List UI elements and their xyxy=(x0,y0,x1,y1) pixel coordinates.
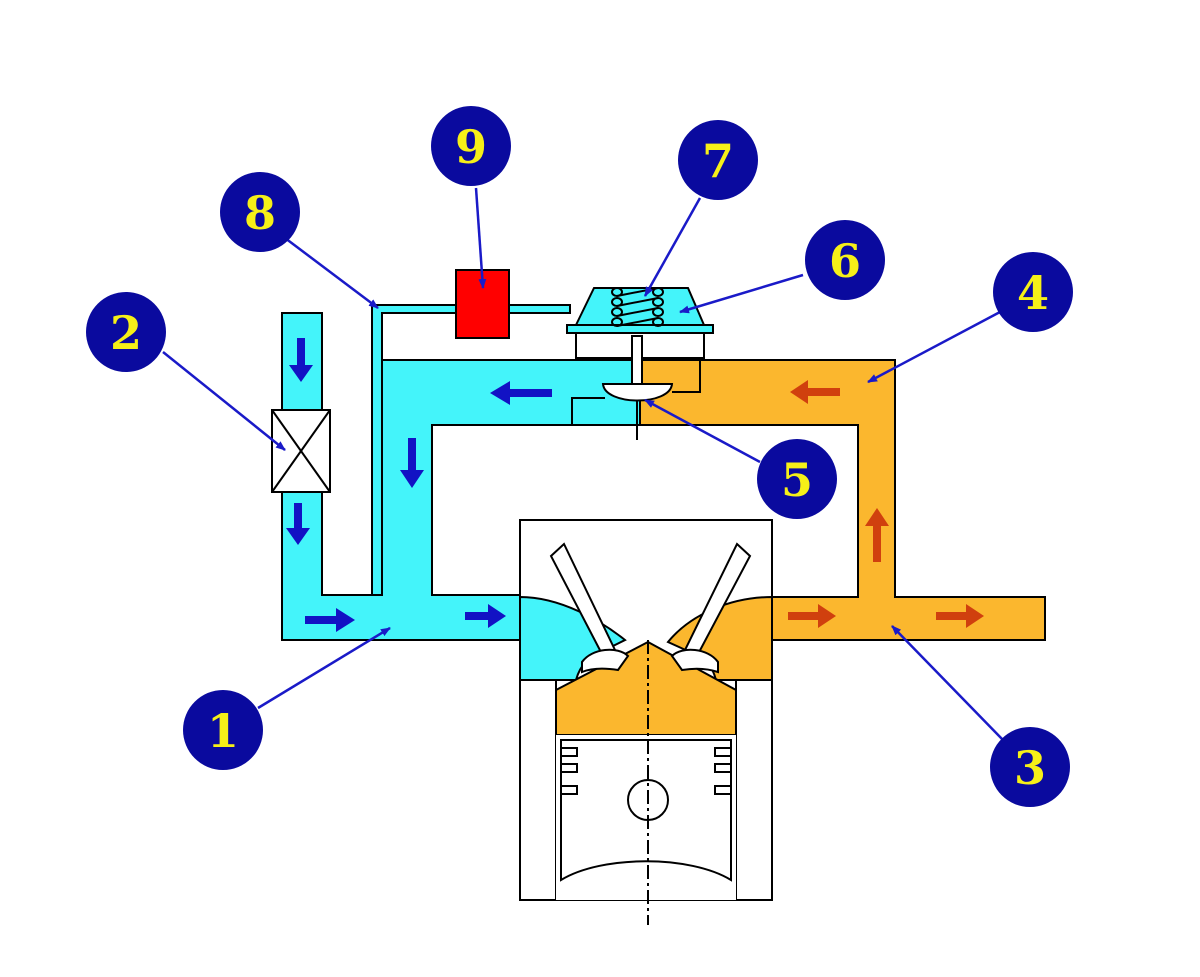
callout-9: 9 xyxy=(431,106,511,186)
svg-text:8: 8 xyxy=(244,186,276,240)
egr-valve-stem xyxy=(631,335,643,385)
leader-line-6 xyxy=(679,273,804,314)
piston xyxy=(556,735,736,900)
flow-arrow-icon xyxy=(865,508,889,562)
flow-arrow-icon xyxy=(490,381,552,405)
throttle-cross-icon xyxy=(271,409,331,493)
flow-arrow-icon xyxy=(286,503,310,545)
valve-spring-icon xyxy=(611,287,664,327)
flow-arrow-icon xyxy=(788,604,836,628)
leader-line-8 xyxy=(284,237,379,309)
svg-text:9: 9 xyxy=(455,120,487,174)
exhaust-port xyxy=(666,595,773,681)
intake-valve xyxy=(549,542,630,674)
callout-6: 6 xyxy=(805,220,885,300)
flow-arrow-icon xyxy=(465,604,506,628)
intake-flow-arrows xyxy=(286,338,552,632)
svg-text:5: 5 xyxy=(781,453,813,507)
flow-arrow-icon xyxy=(790,380,840,404)
svg-text:3: 3 xyxy=(1014,741,1046,795)
leader-line-1 xyxy=(257,626,391,710)
svg-text:7: 7 xyxy=(702,134,734,188)
flow-arrow-icon xyxy=(305,608,355,632)
exhaust-valve xyxy=(670,542,752,674)
leader-line-3 xyxy=(891,625,1004,741)
engine-cylinder xyxy=(519,519,773,925)
callout-8: 8 xyxy=(220,172,300,252)
leader-line-2 xyxy=(162,351,286,451)
leader-line-5 xyxy=(644,398,761,464)
intake-port xyxy=(519,595,627,681)
flow-arrow-icon xyxy=(400,438,424,488)
svg-text:6: 6 xyxy=(829,234,861,288)
callout-1: 1 xyxy=(183,690,263,770)
svg-text:4: 4 xyxy=(1017,266,1049,320)
exhaust-flow-arrows xyxy=(788,380,984,628)
flow-arrow-icon xyxy=(936,604,984,628)
leader-line-7 xyxy=(643,197,702,297)
svg-text:2: 2 xyxy=(110,306,142,360)
callout-3: 3 xyxy=(990,727,1070,807)
leader-line-4 xyxy=(867,310,1001,384)
piston-crown xyxy=(555,640,737,736)
callout-2: 2 xyxy=(86,292,166,372)
egr-control-line xyxy=(371,304,571,596)
egr-valve-poppet xyxy=(601,383,674,402)
flow-arrow-icon xyxy=(289,338,313,382)
egr-valve-diaphragm xyxy=(574,287,706,326)
leader-line-9 xyxy=(474,187,487,289)
egr-valve xyxy=(566,287,714,440)
svg-text:1: 1 xyxy=(207,704,239,758)
callout-7: 7 xyxy=(678,120,758,200)
leader-lines xyxy=(162,187,1004,741)
callout-4: 4 xyxy=(993,252,1073,332)
callout-5: 5 xyxy=(757,439,837,519)
